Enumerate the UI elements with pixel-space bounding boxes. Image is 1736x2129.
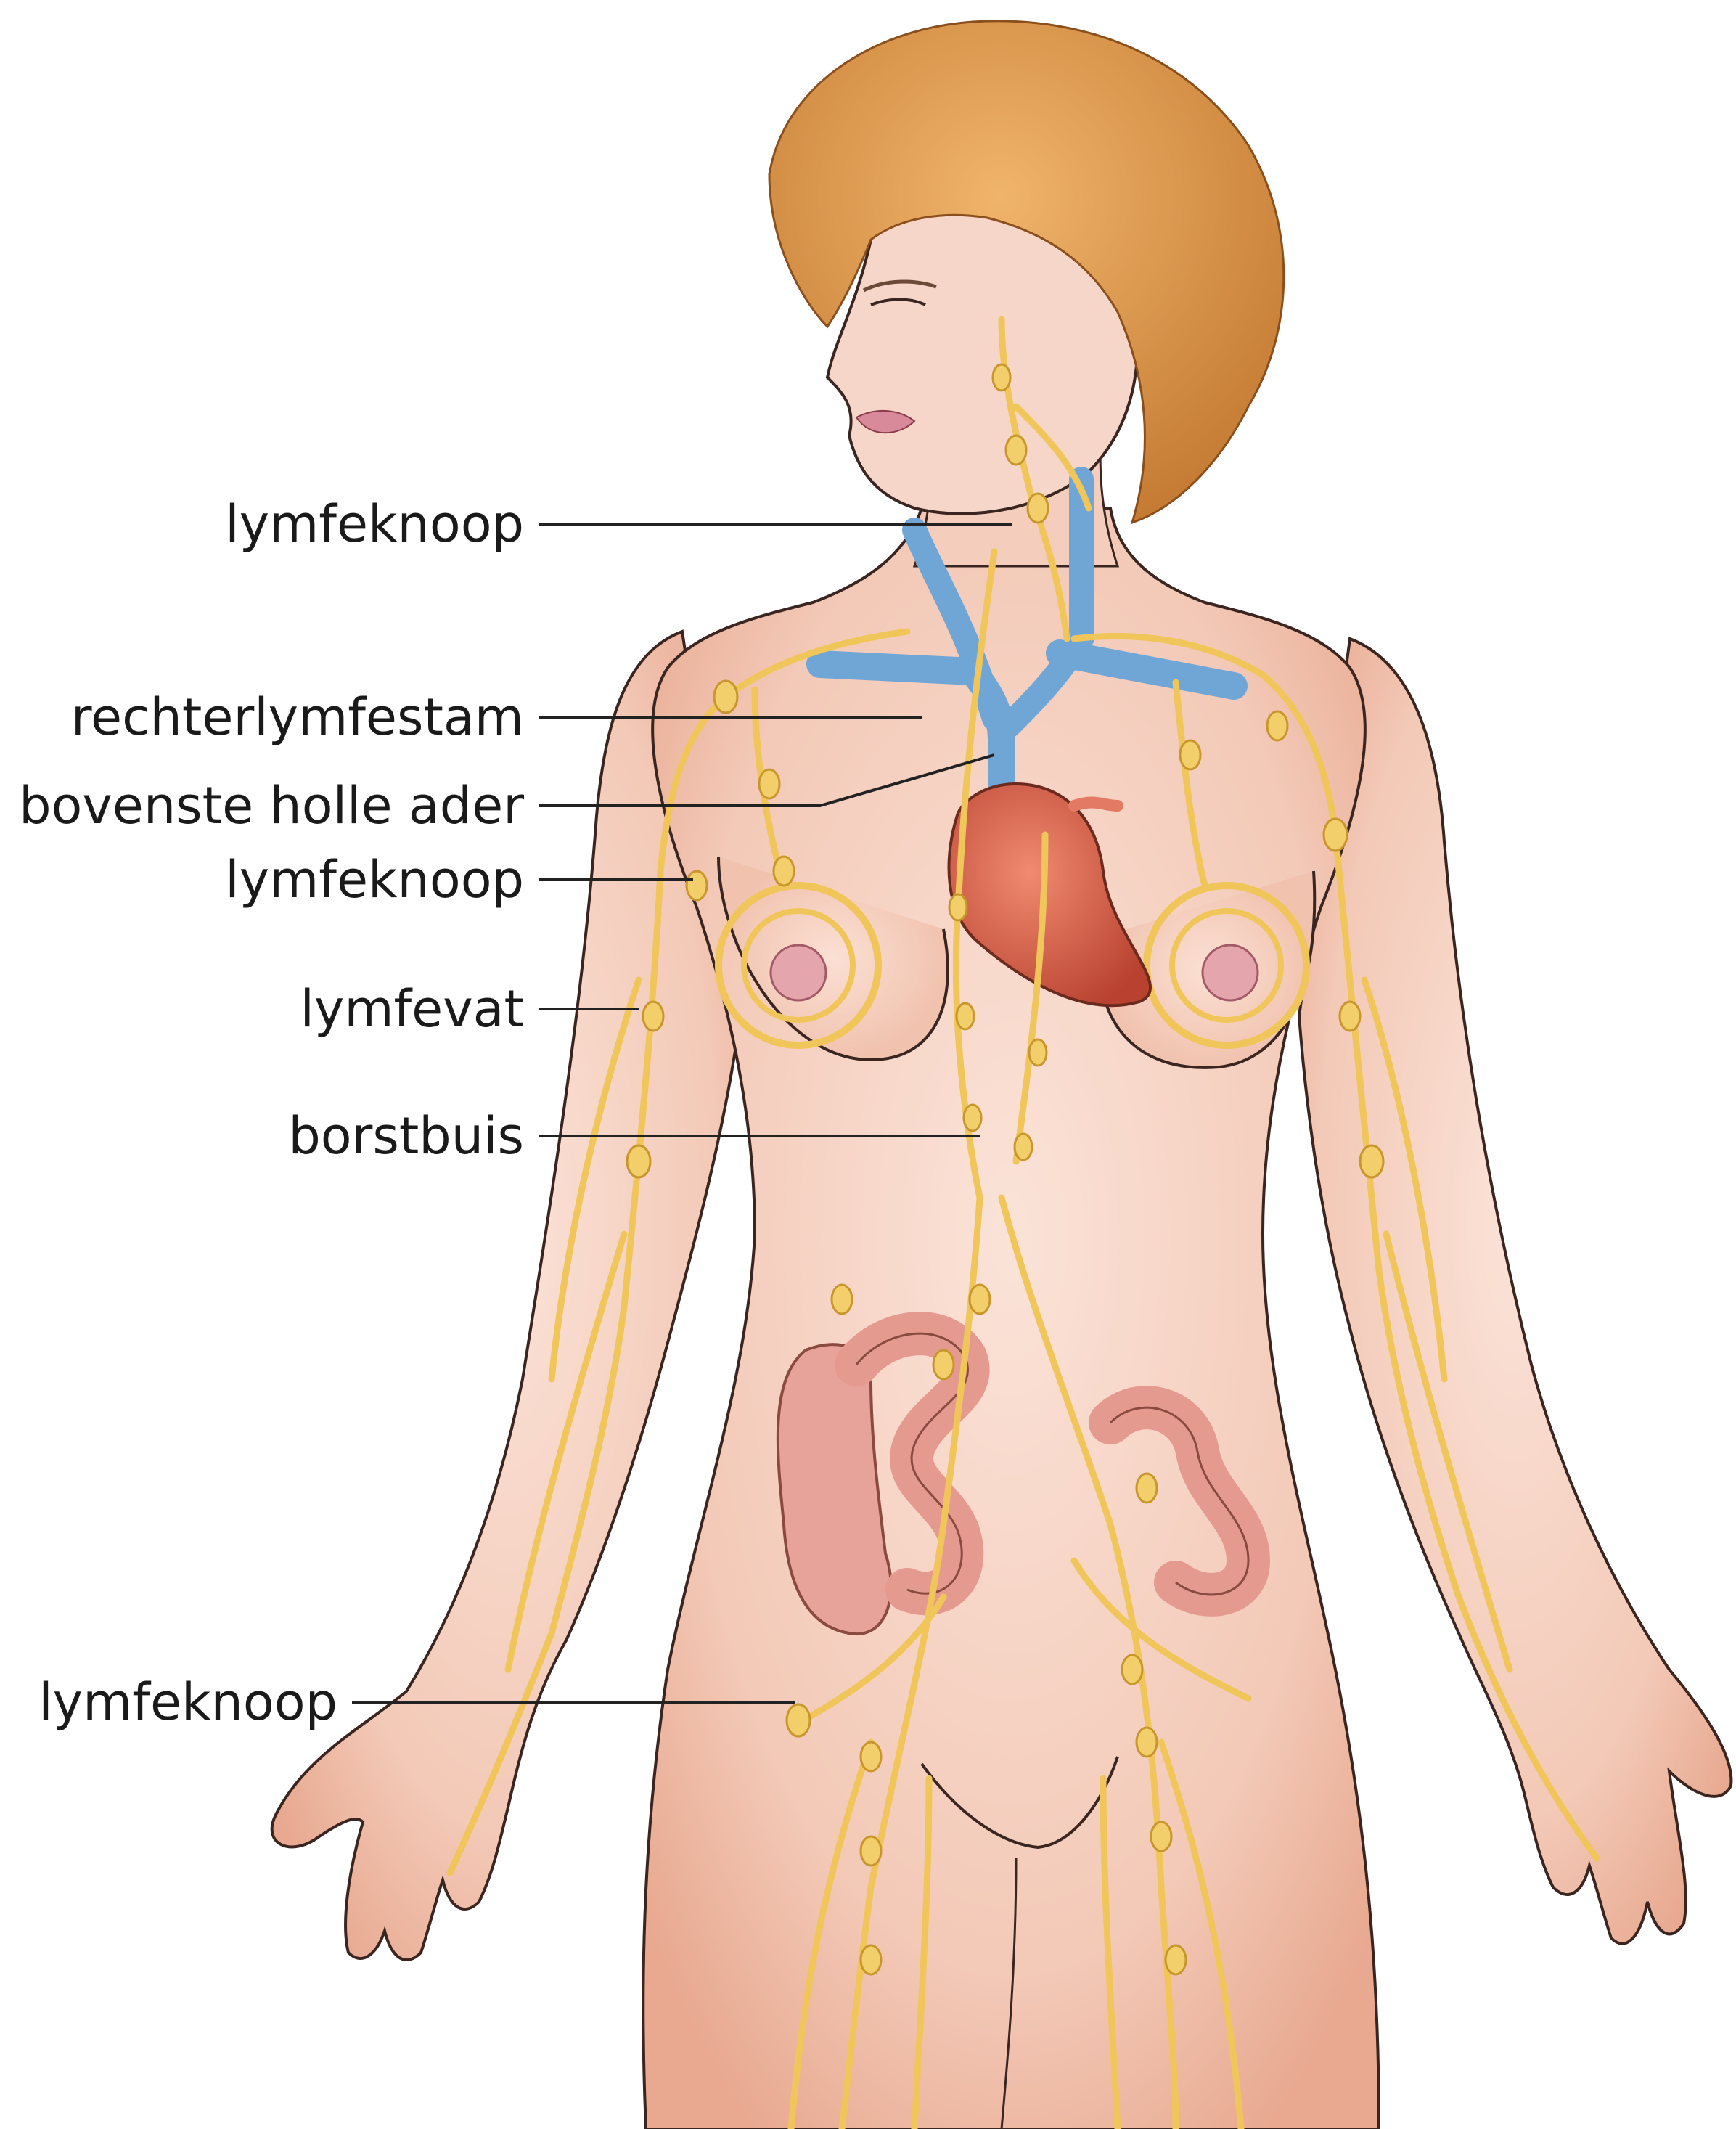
label-lymph-vessel: lymfevat [300,984,524,1034]
label-lymph-node-groin: lymfeknoop [38,1677,337,1728]
label-superior-vena-cava: bovenste holle ader [19,780,524,831]
label-thoracic-duct: borstbuis [288,1111,524,1161]
label-lymph-node-neck: lymfeknoop [225,499,524,549]
label-right-lymphatic-duct: rechterlymfestam [71,692,524,743]
label-lymph-node-armpit: lymfeknoop [225,854,524,905]
